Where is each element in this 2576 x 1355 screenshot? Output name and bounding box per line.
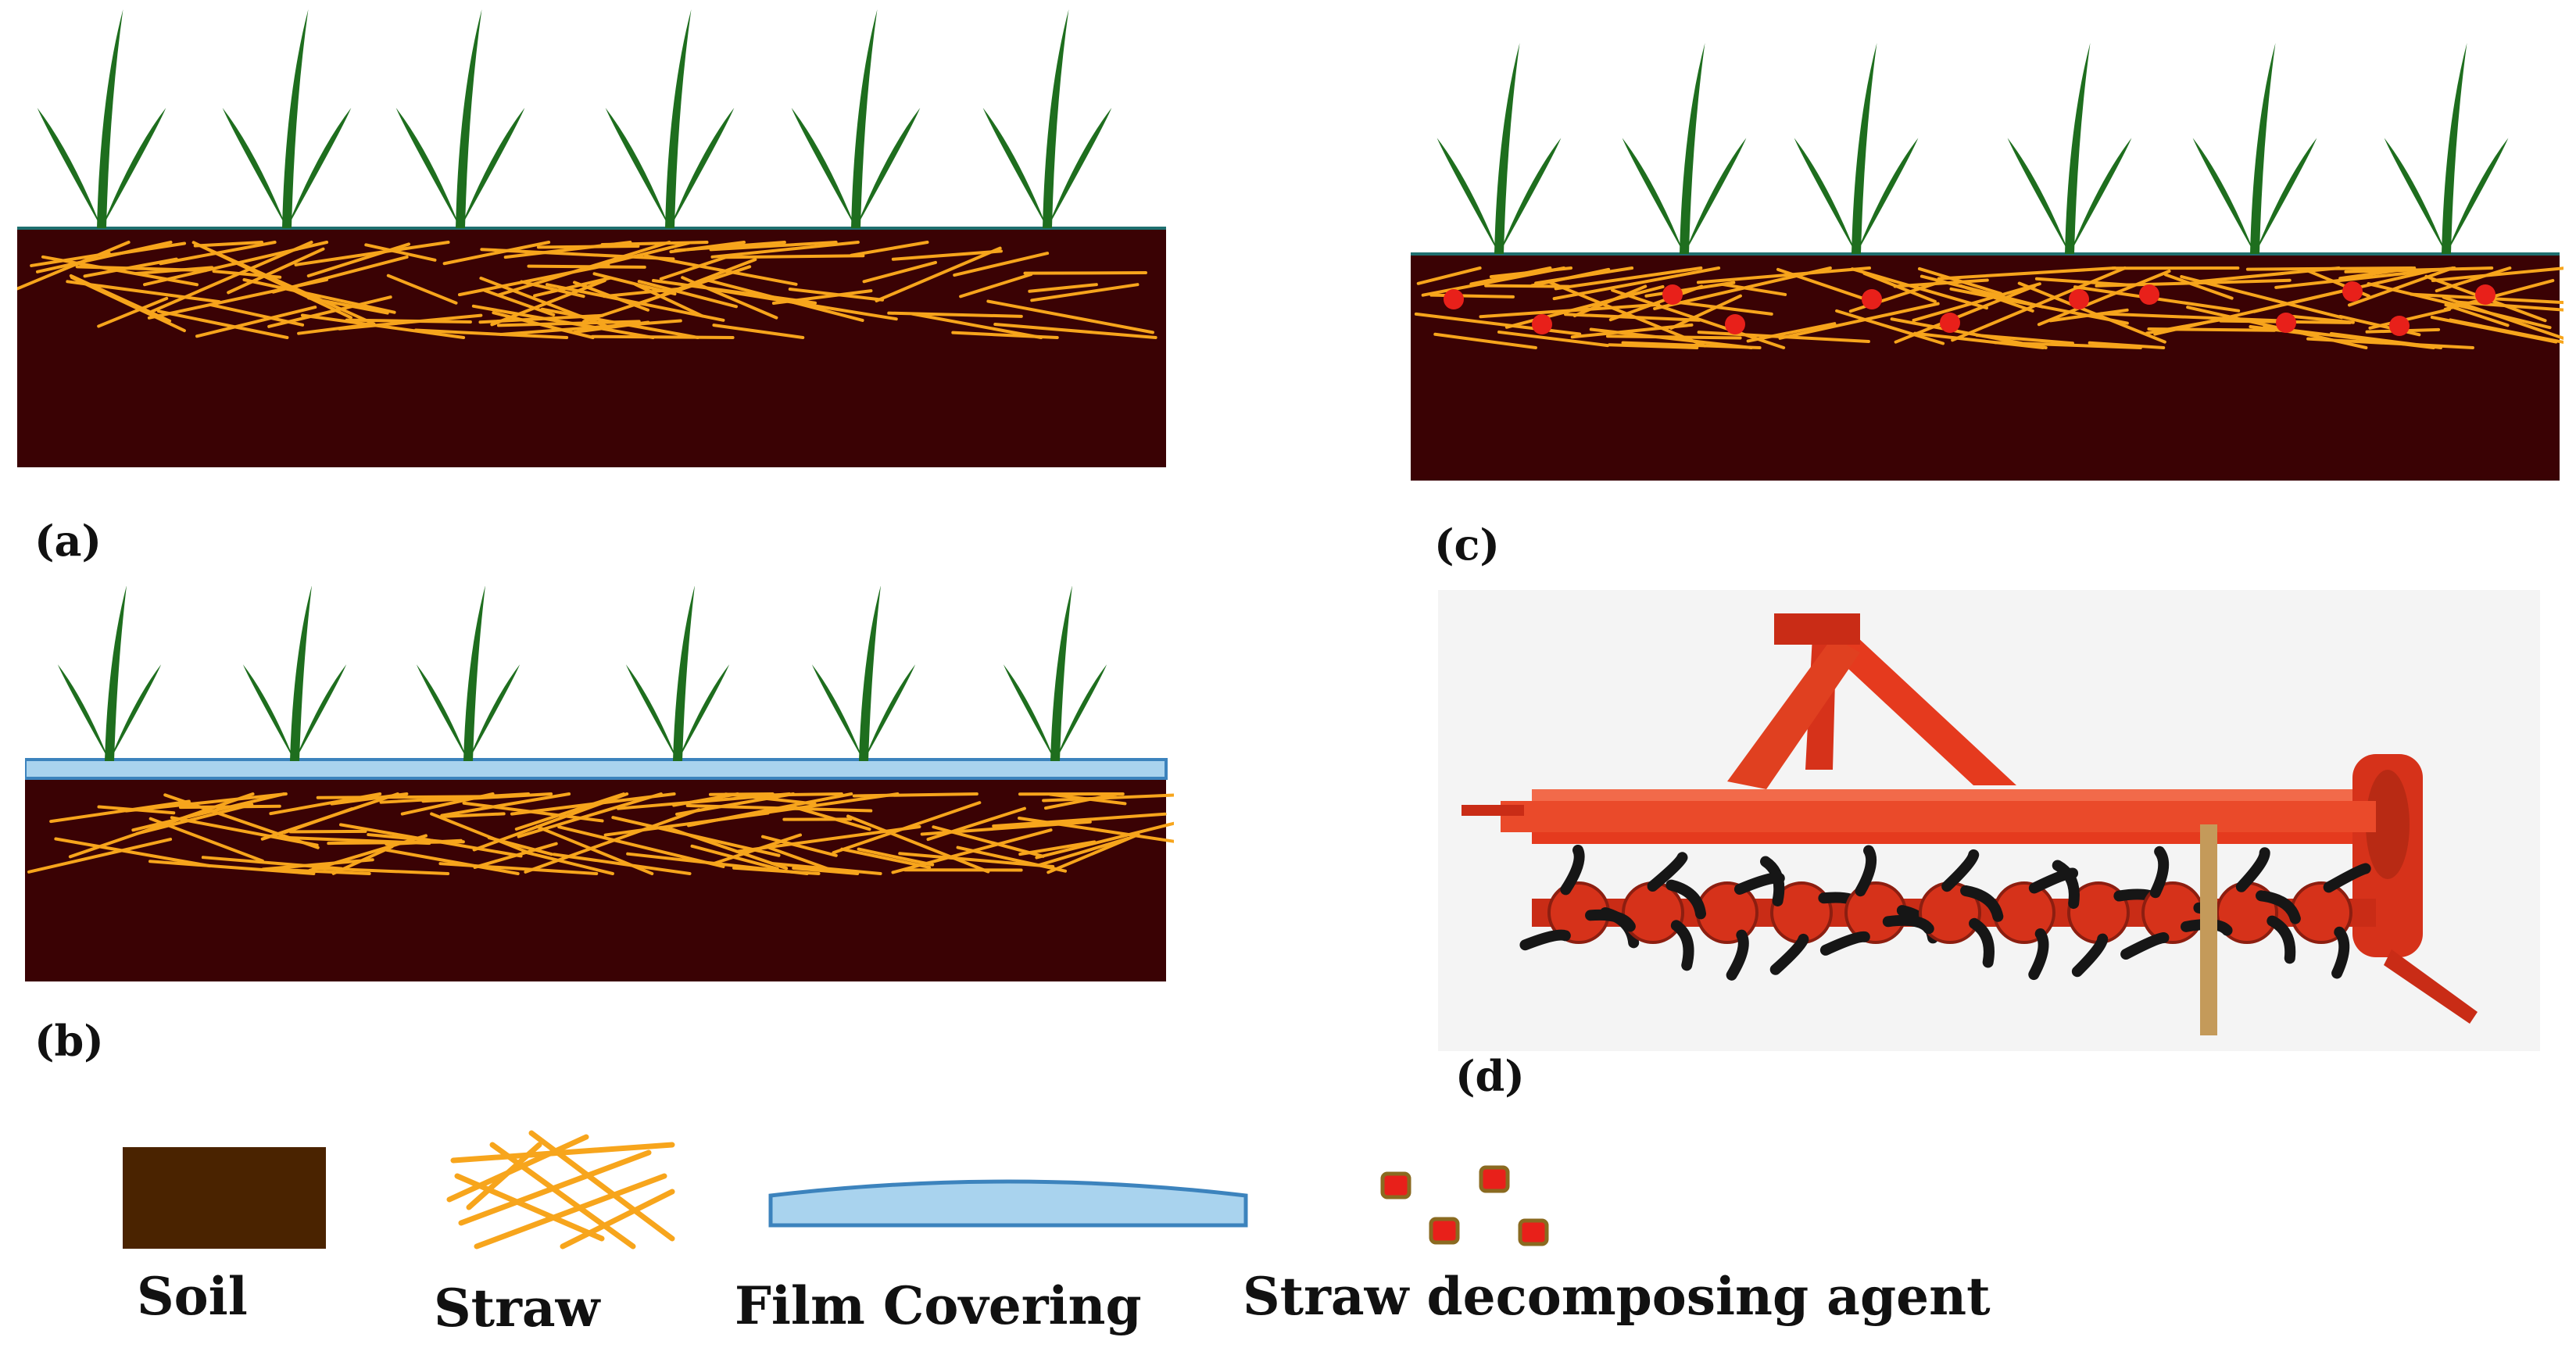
panel-b-label: (b) bbox=[34, 1016, 104, 1066]
seedling-icon bbox=[1622, 43, 1747, 254]
soil-layer bbox=[25, 780, 1166, 981]
panel-d-label: (d) bbox=[1455, 1051, 1525, 1101]
panel-c-decomposing-agent bbox=[1411, 31, 2563, 484]
panel-a-straw-incorporation bbox=[17, 0, 1174, 469]
legend-soil-label: Soil bbox=[137, 1266, 248, 1327]
seedling-icon bbox=[2007, 43, 2132, 254]
legend-film-swatch bbox=[766, 1172, 1250, 1238]
seedling-icon bbox=[1794, 43, 1919, 254]
seedling-icon bbox=[57, 586, 162, 761]
seedling-icon bbox=[37, 9, 166, 228]
legend-film-label: Film Covering bbox=[735, 1275, 1142, 1336]
seedling-icon bbox=[605, 9, 735, 228]
panel-b-film-covering bbox=[25, 586, 1174, 985]
seedling-icon bbox=[222, 9, 352, 228]
panel-c-illustration bbox=[1411, 43, 2563, 481]
straw-icon bbox=[446, 1130, 675, 1250]
legend-straw-swatch bbox=[445, 1129, 680, 1257]
film-covering-layer bbox=[25, 758, 1168, 780]
rotary-tiller-image bbox=[1438, 590, 2540, 1051]
legend-soil-swatch bbox=[123, 1147, 326, 1249]
panel-a-illustration bbox=[17, 9, 1166, 467]
straw-layer bbox=[27, 792, 1174, 875]
panel-a-label: (a) bbox=[34, 516, 102, 566]
straw-layer bbox=[17, 241, 1157, 339]
decomposing-agent-particles bbox=[1444, 281, 2496, 336]
legend-agent-label: Straw decomposing agent bbox=[1243, 1266, 1991, 1327]
legend-straw-label: Straw bbox=[434, 1278, 600, 1339]
seedling-icon bbox=[2384, 43, 2509, 254]
seedling-icon bbox=[791, 9, 921, 228]
seedling-icon bbox=[625, 586, 730, 761]
panel-b-illustration bbox=[25, 586, 1174, 981]
seedling-icon bbox=[811, 586, 916, 761]
seedling-icon bbox=[982, 9, 1112, 228]
seedling-icon bbox=[2192, 43, 2317, 254]
panel-c-label: (c) bbox=[1434, 520, 1500, 570]
panel-d-rotary-tiller bbox=[1438, 590, 2540, 1051]
seedling-icon bbox=[1436, 43, 1562, 254]
tiller-blades bbox=[1519, 845, 2371, 981]
legend-agent-swatch bbox=[1364, 1157, 1567, 1261]
seedling-icon bbox=[395, 9, 525, 228]
seedling-icon bbox=[1003, 586, 1107, 761]
seedling-icon bbox=[416, 586, 521, 761]
soil-layer bbox=[17, 228, 1166, 467]
seedling-icon bbox=[242, 586, 347, 761]
